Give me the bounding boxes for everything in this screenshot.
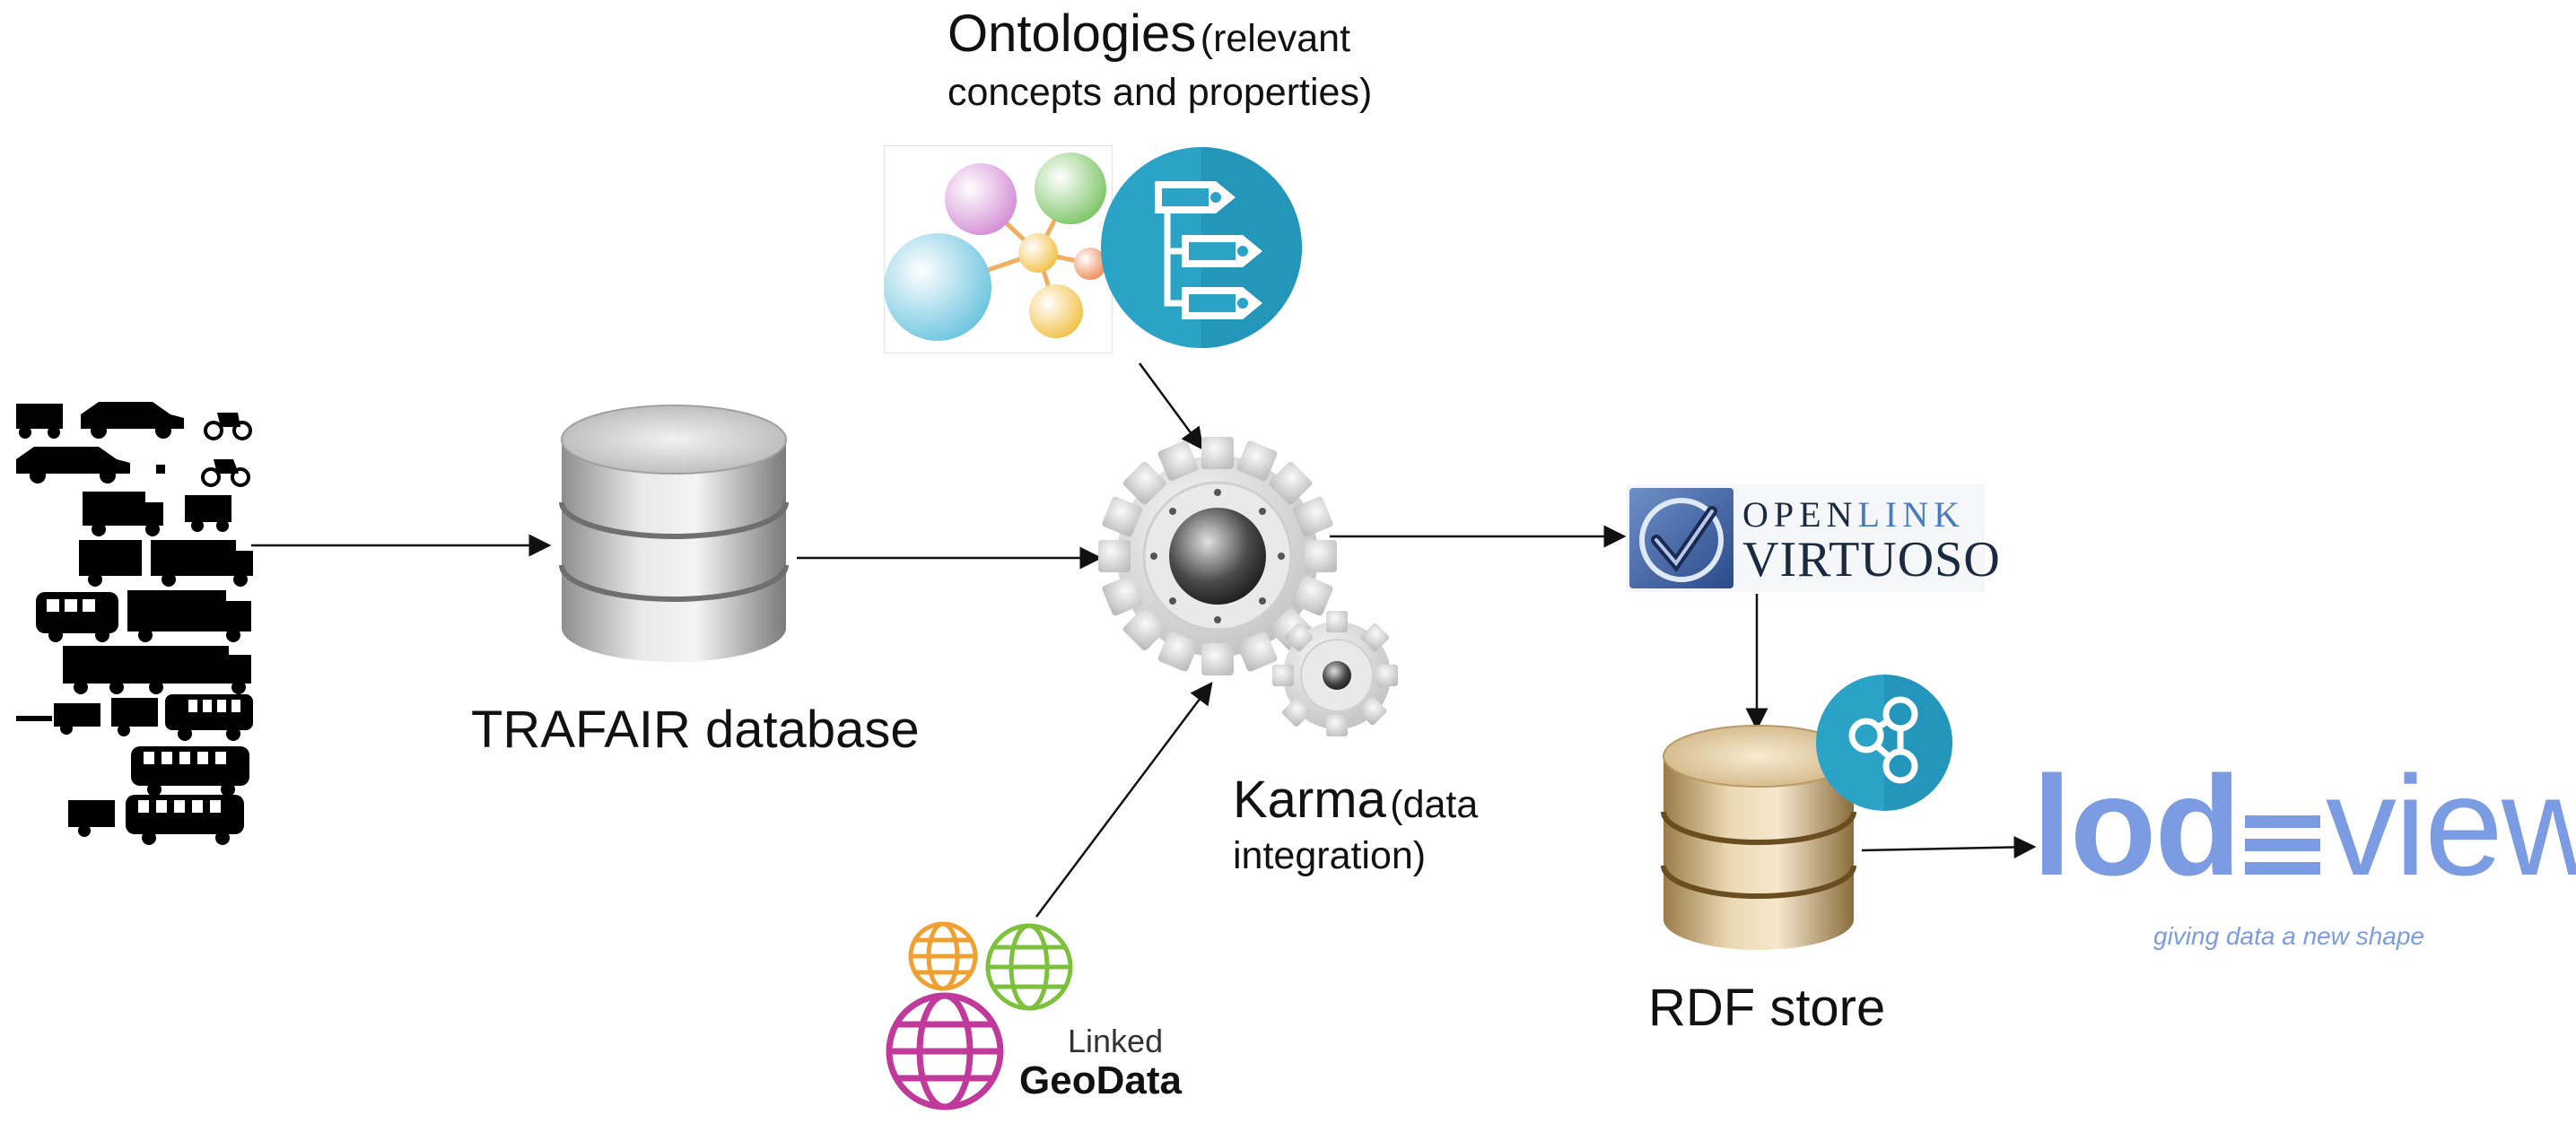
linkedgeodata-globes-icon bbox=[886, 921, 1073, 1111]
arrow-geodata-to-karma bbox=[1035, 682, 1213, 918]
openlink-open: OPEN bbox=[1742, 494, 1858, 535]
lodview-view: view bbox=[2325, 747, 2576, 905]
openlink-wordmark: OPENLINK bbox=[1742, 493, 1965, 536]
lodview-lod: lod bbox=[2032, 747, 2241, 905]
ontologies-label: Ontologies (relevant bbox=[947, 7, 1350, 74]
rdf-store-database-icon bbox=[1661, 725, 1856, 950]
arrow-ontologies-to-karma bbox=[1138, 362, 1204, 451]
ontologies-title: Ontologies bbox=[947, 4, 1197, 63]
arrow-rdf-to-lodview bbox=[1861, 835, 2037, 858]
ontology-tags-icon bbox=[1101, 147, 1302, 348]
virtuoso-checkmark-icon bbox=[1629, 488, 1733, 588]
graph-nodes-icon bbox=[1816, 675, 1952, 811]
karma-subtitle-part2: integration) bbox=[1233, 834, 1427, 877]
openlink-link: LINK bbox=[1857, 494, 1965, 535]
ontologies-subtitle-part2: concepts and properties) bbox=[947, 71, 1373, 114]
ontology-molecule-icon bbox=[884, 145, 1113, 353]
trafair-database-label: TRAFAIR database bbox=[471, 701, 920, 759]
rdf-store-label: RDF store bbox=[1648, 979, 1886, 1037]
trafair-database-icon bbox=[559, 405, 789, 662]
karma-label: Karma (data bbox=[1233, 770, 1478, 830]
lodview-equals-icon bbox=[2244, 815, 2320, 875]
lodview-tagline: giving data a new shape bbox=[2153, 922, 2424, 950]
virtuoso-wordmark: VIRTUOSO bbox=[1742, 532, 2001, 588]
karma-gears-icon bbox=[1098, 437, 1398, 736]
linkedgeodata-label-geodata: GeoData bbox=[1019, 1058, 1182, 1102]
linkedgeodata-label-linked: Linked bbox=[1068, 1023, 1164, 1059]
karma-title: Karma bbox=[1233, 771, 1386, 829]
openlink-virtuoso-logo: OPENLINK VIRTUOSO bbox=[1626, 484, 2000, 592]
karma-subtitle-part1: (data bbox=[1390, 783, 1479, 826]
vehicles-icon bbox=[16, 402, 253, 845]
ontologies-subtitle-part1: (relevant bbox=[1200, 17, 1351, 60]
